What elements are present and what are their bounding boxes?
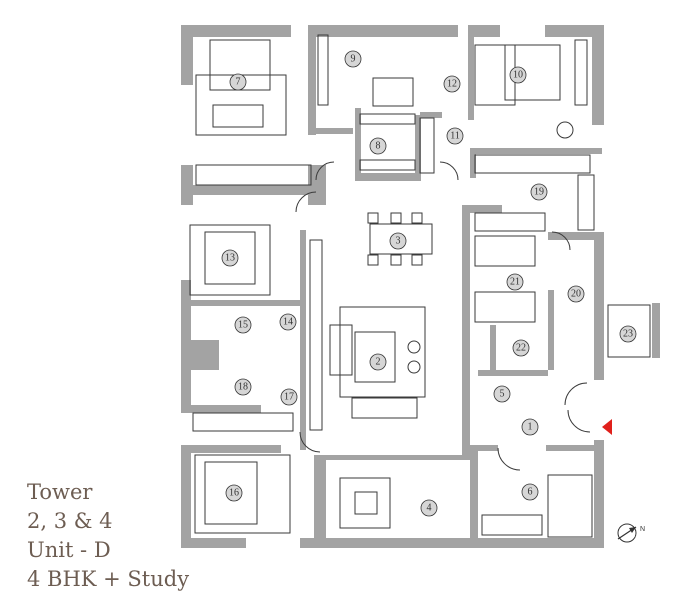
svg-text:1: 1 (528, 422, 533, 433)
room-label-20: 20 (567, 285, 585, 303)
caption-tower: Tower (27, 480, 93, 504)
room-label-1: 1 (521, 418, 539, 436)
svg-text:9: 9 (351, 54, 356, 65)
room-label-19: 19 (530, 183, 548, 201)
svg-text:22: 22 (516, 343, 526, 354)
room-label-9: 9 (344, 50, 362, 68)
caption-unit: Unit - D (27, 538, 111, 562)
compass-icon: N (617, 523, 645, 543)
unit-caption: Tower 2, 3 & 4 Unit - D 4 BHK + Study (27, 478, 189, 594)
svg-text:2: 2 (376, 357, 381, 368)
room-label-15: 15 (234, 316, 252, 334)
svg-text:11: 11 (450, 131, 460, 142)
room-label-18: 18 (234, 378, 252, 396)
caption-config: 4 BHK + Study (27, 567, 190, 591)
room-label-13: 13 (221, 249, 239, 267)
entry-marker-icon (602, 419, 612, 435)
room-label-4: 4 (420, 499, 438, 517)
room-label-5: 5 (493, 385, 511, 403)
svg-text:10: 10 (513, 70, 523, 81)
room-label-12: 12 (443, 75, 461, 93)
room-label-7: 7 (229, 73, 247, 91)
room-label-16: 16 (225, 484, 243, 502)
svg-text:7: 7 (236, 77, 241, 88)
room-label-11: 11 (446, 127, 464, 145)
room-label-3: 3 (389, 232, 407, 250)
room-label-10: 10 (509, 66, 527, 84)
svg-text:5: 5 (500, 389, 505, 400)
svg-text:20: 20 (571, 289, 581, 300)
svg-text:8: 8 (376, 141, 381, 152)
svg-text:19: 19 (534, 187, 544, 198)
room-label-8: 8 (369, 137, 387, 155)
svg-text:4: 4 (427, 503, 432, 514)
svg-text:17: 17 (284, 392, 294, 403)
room-label-21: 21 (506, 273, 524, 291)
svg-text:21: 21 (510, 277, 520, 288)
svg-text:18: 18 (238, 382, 248, 393)
room-label-14: 14 (279, 313, 297, 331)
svg-text:6: 6 (528, 487, 533, 498)
room-label-23: 23 (619, 325, 637, 343)
furniture (189, 34, 651, 538)
svg-text:15: 15 (238, 320, 248, 331)
svg-text:13: 13 (225, 253, 235, 264)
room-label-6: 6 (521, 483, 539, 501)
svg-text:3: 3 (396, 236, 401, 247)
caption-tower-numbers: 2, 3 & 4 (27, 509, 113, 533)
svg-text:23: 23 (623, 329, 633, 340)
compass-north-label: N (640, 526, 645, 533)
room-labels: 1 2 3 4 5 6 7 8 9 10 11 12 13 14 15 16 1… (221, 50, 637, 517)
svg-text:12: 12 (447, 79, 457, 90)
svg-text:16: 16 (229, 488, 239, 499)
walls (181, 25, 660, 548)
svg-text:14: 14 (283, 317, 293, 328)
room-label-2: 2 (369, 353, 387, 371)
room-label-22: 22 (512, 339, 530, 357)
room-label-17: 17 (280, 388, 298, 406)
